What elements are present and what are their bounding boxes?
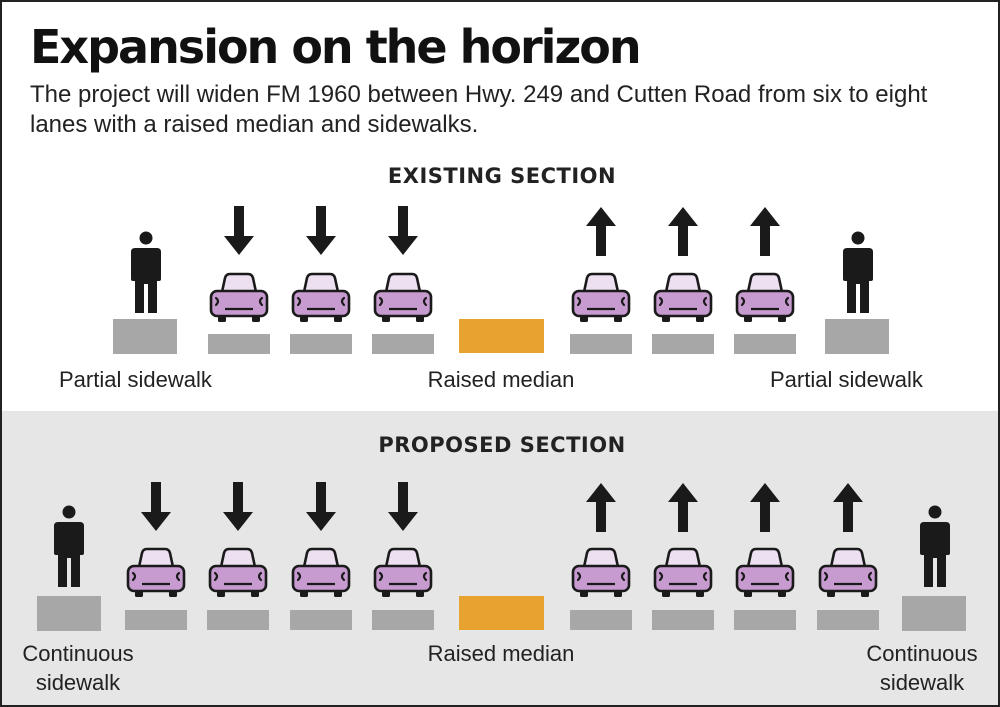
lane-marker: [570, 610, 632, 630]
lane-marker: [290, 610, 352, 630]
arrow-up-icon: [667, 482, 699, 537]
car-icon: [570, 272, 632, 329]
lane-marker: [290, 334, 352, 354]
car-icon: [372, 547, 434, 604]
page-title: Expansion on the horizon: [30, 20, 642, 74]
existing-section-heading: EXISTING SECTION: [387, 164, 617, 188]
car-icon: [734, 547, 796, 604]
subtitle: The project will widen FM 1960 between H…: [30, 81, 928, 138]
car-icon: [125, 547, 187, 604]
arrow-up-icon: [667, 206, 699, 261]
lane-marker: [372, 334, 434, 354]
lane-marker: [207, 610, 269, 630]
car-icon: [208, 272, 270, 329]
lane-marker: [652, 610, 714, 630]
left-sidewalk: [37, 596, 101, 631]
pedestrian-icon: [128, 231, 164, 320]
pedestrian-icon: [917, 505, 953, 594]
pedestrian-icon: [840, 231, 876, 320]
car-icon: [207, 547, 269, 604]
lane-marker: [734, 610, 796, 630]
car-icon: [290, 272, 352, 329]
existing-right-sidewalk-label: Partial sidewalk: [770, 367, 923, 392]
raised-median: [459, 319, 544, 353]
arrow-down-icon: [222, 482, 254, 537]
lane-marker: [734, 334, 796, 354]
proposed-right-sidewalk-label: Continuous sidewalk: [866, 639, 977, 697]
arrow-up-icon: [585, 206, 617, 261]
proposed-right-label-line1: Continuous: [866, 641, 978, 666]
proposed-left-label-line2: sidewalk: [35, 670, 121, 695]
lane-marker: [817, 610, 879, 630]
proposed-section-heading: PROPOSED SECTION: [378, 433, 626, 457]
car-icon: [372, 272, 434, 329]
lane-marker: [570, 334, 632, 354]
arrow-down-icon: [305, 482, 337, 537]
arrow-down-icon: [305, 206, 337, 261]
proposed-left-sidewalk-label: Continuous sidewalk: [22, 639, 133, 697]
right-sidewalk: [902, 596, 966, 631]
car-icon: [817, 547, 879, 604]
car-icon: [652, 547, 714, 604]
right-sidewalk: [825, 319, 889, 354]
car-icon: [652, 272, 714, 329]
arrow-down-icon: [387, 482, 419, 537]
arrow-down-icon: [223, 206, 255, 261]
car-icon: [734, 272, 796, 329]
pedestrian-icon: [51, 505, 87, 594]
raised-median: [459, 596, 544, 630]
lane-marker: [208, 334, 270, 354]
arrow-down-icon: [387, 206, 419, 261]
arrow-up-icon: [749, 206, 781, 261]
existing-left-sidewalk-label: Partial sidewalk: [59, 367, 212, 392]
proposed-right-label-line2: sidewalk: [879, 670, 965, 695]
lane-marker: [372, 610, 434, 630]
arrow-up-icon: [832, 482, 864, 537]
arrow-up-icon: [749, 482, 781, 537]
left-sidewalk: [113, 319, 177, 354]
car-icon: [570, 547, 632, 604]
arrow-up-icon: [585, 482, 617, 537]
existing-median-label: Raised median: [427, 367, 575, 392]
arrow-down-icon: [140, 482, 172, 537]
car-icon: [290, 547, 352, 604]
lane-marker: [125, 610, 187, 630]
proposed-left-label-line1: Continuous: [22, 641, 134, 666]
lane-marker: [652, 334, 714, 354]
proposed-median-label: Raised median: [427, 641, 575, 666]
